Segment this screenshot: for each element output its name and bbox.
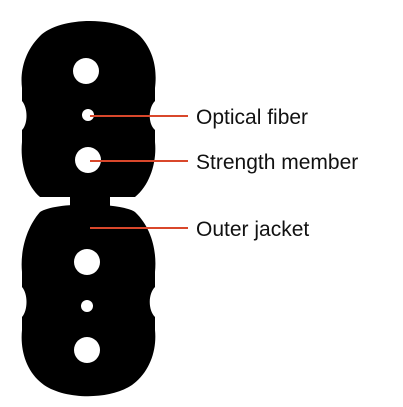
- optical-fiber-label: Optical fiber: [196, 106, 308, 129]
- lower-optical-fiber-hole: [81, 300, 93, 312]
- upper-lobe: [21, 21, 156, 197]
- bottom-strength-member-hole: [74, 337, 100, 363]
- upper-strength-member-hole: [75, 147, 101, 173]
- upper-optical-fiber-hole: [82, 109, 94, 121]
- strength-member-label: Strength member: [196, 151, 358, 174]
- top-strength-member-hole: [73, 58, 99, 84]
- lower-strength-member-hole: [74, 249, 100, 275]
- outer-jacket-label: Outer jacket: [196, 218, 309, 241]
